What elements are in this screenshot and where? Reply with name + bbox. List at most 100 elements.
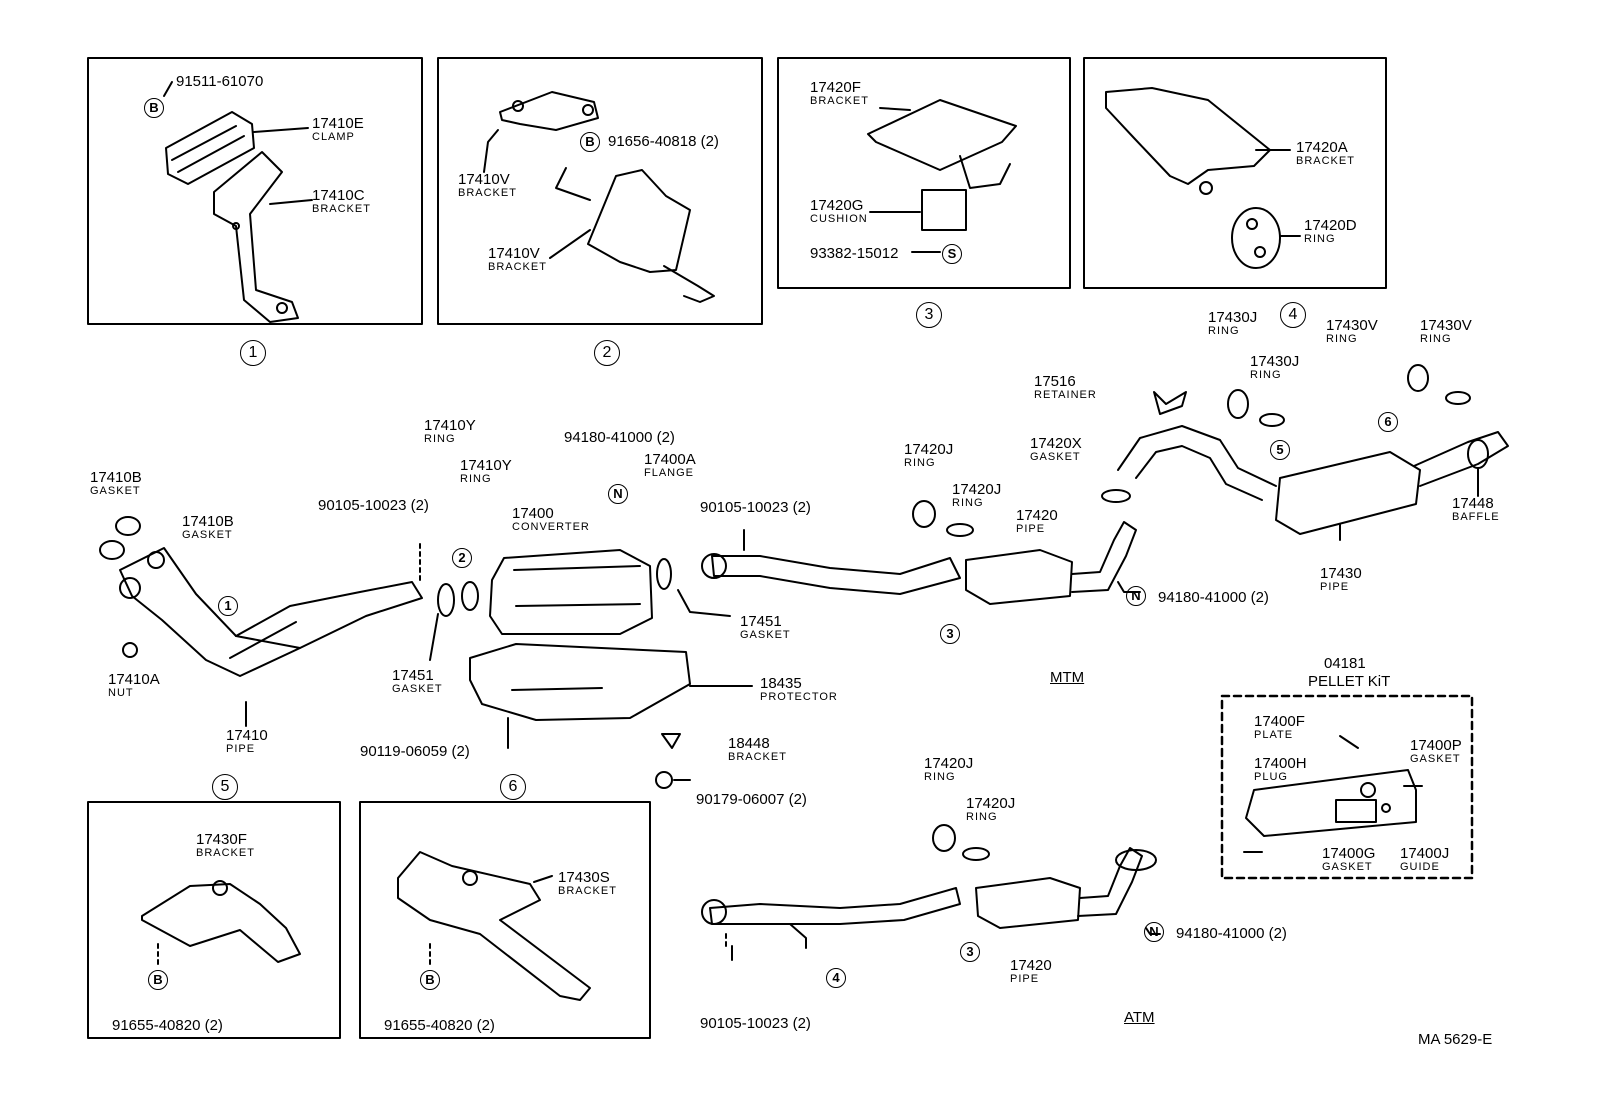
- part-name: CUSHION: [810, 213, 868, 225]
- detail-number-1: 1: [240, 340, 266, 366]
- part-number: 17410C: [312, 187, 365, 204]
- part-name: RING: [1304, 233, 1336, 245]
- callout-6: 6: [1378, 412, 1398, 432]
- part-number: 17420J: [952, 481, 1002, 498]
- part-number: 17420J: [904, 441, 954, 458]
- part-number: 17420J: [924, 755, 974, 772]
- bracket-17430s-drawing: [397, 851, 591, 1001]
- gasket-17410b-drawing: [99, 540, 125, 560]
- leader: [163, 81, 173, 97]
- ring-17420j-drawing: [962, 847, 990, 861]
- part-number: 17430: [1320, 565, 1362, 582]
- part-name: BRACKET: [1296, 155, 1355, 167]
- callout-2: 2: [452, 548, 472, 568]
- part-name: BRACKET: [488, 261, 547, 273]
- callout-b: B: [580, 132, 600, 152]
- part-name: RING: [924, 771, 956, 783]
- part-number: 17451: [392, 667, 434, 684]
- part-name: BRACKET: [196, 847, 255, 859]
- drawing-code: MA 5629-E: [1418, 1031, 1493, 1048]
- part-name: BRACKET: [558, 885, 617, 897]
- part-name: RING: [1208, 325, 1240, 337]
- part-number: 17420G: [810, 197, 864, 214]
- part-name: GASKET: [1030, 451, 1081, 463]
- leader: [483, 129, 499, 173]
- bracket-18448-drawing: [661, 733, 681, 749]
- part-number: 18448: [728, 735, 770, 752]
- nut-90179-drawing: [655, 771, 673, 789]
- part-name: NUT: [108, 687, 134, 699]
- part-number: 17430F: [196, 831, 247, 848]
- part-name: RING: [966, 811, 998, 823]
- part-number: 17410V: [458, 171, 510, 188]
- part-name: FLANGE: [644, 467, 695, 479]
- part-number: 93382-15012: [810, 245, 899, 262]
- part-number: 94180-41000 (2): [564, 429, 675, 446]
- leader: [253, 127, 309, 133]
- detail-box-6: [359, 801, 651, 1039]
- detail-box-3: [777, 57, 1071, 289]
- callout-b: B: [148, 970, 168, 990]
- part-name: RING: [904, 457, 936, 469]
- ring-17430j-drawing: [1259, 413, 1285, 427]
- callout-3: 3: [940, 624, 960, 644]
- detail-number-6: 6: [500, 774, 526, 800]
- part-number: 17420J: [966, 795, 1016, 812]
- ring-17420d-drawing: [1231, 207, 1281, 269]
- part-number: 94180-41000 (2): [1176, 925, 1287, 942]
- part-number: 17410B: [90, 469, 142, 486]
- part-name: GASKET: [1322, 861, 1373, 873]
- detail-box-4: [1083, 57, 1387, 289]
- callout-n: N: [608, 484, 628, 504]
- pellet-kit-box: [1220, 694, 1474, 880]
- part-number: 17420D: [1304, 217, 1357, 234]
- ring-17420j-drawing: [932, 824, 956, 852]
- part-name: RETAINER: [1034, 389, 1097, 401]
- gasket-17451-drawing: [437, 583, 455, 617]
- part-number: 17430V: [1420, 317, 1472, 334]
- detail-number-2: 2: [594, 340, 620, 366]
- part-name: GASKET: [1410, 753, 1461, 765]
- part-number: 17451: [740, 613, 782, 630]
- ring-17420j-drawing: [912, 500, 936, 528]
- bracket-17420f-drawing: [867, 99, 1017, 189]
- part-name: CONVERTER: [512, 521, 590, 533]
- part-name: PROTECTOR: [760, 691, 838, 703]
- part-name: RING: [1250, 369, 1282, 381]
- part-name: PLATE: [1254, 729, 1294, 741]
- part-number: 17400H: [1254, 755, 1307, 772]
- protector-18435-drawing: [469, 643, 691, 721]
- callout-4: 4: [826, 968, 846, 988]
- gasket-drawing: [461, 581, 479, 611]
- part-name: GASKET: [90, 485, 141, 497]
- detail-number-3: 3: [916, 302, 942, 328]
- part-number: 17400: [512, 505, 554, 522]
- part-name: BRACKET: [728, 751, 787, 763]
- pipe-17420-drawing: [965, 521, 1137, 605]
- leader: [533, 875, 553, 883]
- bracket-17410v-upper-drawing: [499, 91, 599, 131]
- mid-pipe-drawing: [701, 553, 961, 595]
- part-name: GASKET: [740, 629, 791, 641]
- part-number: 90119-06059 (2): [360, 743, 470, 760]
- ring-17430v-drawing: [1407, 364, 1429, 392]
- part-number: 91511-61070: [176, 73, 264, 90]
- part-number: 17400F: [1254, 713, 1305, 730]
- callout-5: 5: [1270, 440, 1290, 460]
- ring-17430j-drawing: [1227, 389, 1249, 419]
- part-number: 17430J: [1208, 309, 1258, 326]
- bracket-17420a-drawing: [1105, 87, 1271, 195]
- leader: [429, 613, 439, 661]
- callout-b: B: [144, 98, 164, 118]
- part-number: 17410Y: [460, 457, 512, 474]
- pellet-kit-drawing: [1243, 769, 1423, 853]
- bracket-17430f-drawing: [141, 880, 301, 963]
- detail-number-4: 4: [1280, 302, 1306, 328]
- part-number: 17410E: [312, 115, 364, 132]
- ring-17430v-drawing: [1445, 391, 1471, 405]
- part-name: BRACKET: [312, 203, 371, 215]
- part-name: PIPE: [1010, 973, 1040, 985]
- part-number: 17400A: [644, 451, 696, 468]
- part-number: 94180-41000 (2): [1158, 589, 1269, 606]
